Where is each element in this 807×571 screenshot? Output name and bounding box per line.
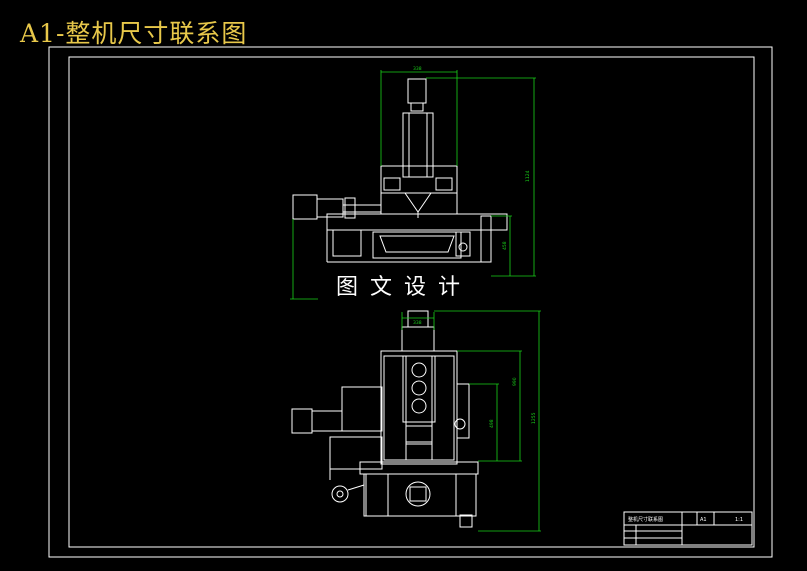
front-view bbox=[292, 78, 508, 263]
title-block bbox=[623, 511, 753, 546]
dim-side-height: 1255 bbox=[531, 412, 537, 424]
title-block-field-1: A1 bbox=[700, 517, 707, 523]
dim-front-lower-height: 458 bbox=[502, 241, 508, 250]
page-title: A1-整机尺寸联系图 bbox=[20, 19, 248, 48]
side-view bbox=[291, 310, 479, 528]
dim-side-top-width: 338 bbox=[413, 320, 422, 326]
dim-front-height: 1124 bbox=[525, 170, 531, 182]
dim-side-upper-height: 990 bbox=[512, 377, 518, 386]
front-view-dimensions bbox=[290, 70, 536, 300]
dim-front-top-width: 338 bbox=[413, 66, 422, 72]
side-view-dimensions bbox=[401, 310, 541, 532]
dim-side-inner-height: 498 bbox=[489, 419, 495, 428]
title-block-name: 整机尺寸联系图 bbox=[628, 516, 663, 523]
outer-sheet-border bbox=[48, 46, 773, 558]
inner-drawing-frame bbox=[68, 56, 755, 548]
title-block-field-2: 1:1 bbox=[735, 517, 743, 523]
watermark-label: 图文设计 bbox=[318, 268, 490, 308]
